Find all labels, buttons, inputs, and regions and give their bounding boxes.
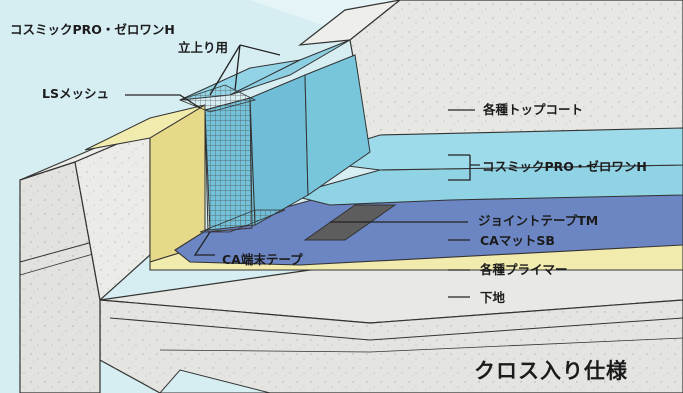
upstand-panel-front-2 — [249, 74, 309, 226]
ls-mesh-bottom — [199, 209, 286, 233]
leader-lines — [125, 44, 480, 298]
left-parapet-side-texture — [75, 130, 150, 300]
leader-cosmic-main — [448, 154, 480, 181]
label-joint-tape: ジョイントテープTM — [478, 213, 599, 228]
label-ca-end-tape: CA端末テープ — [222, 252, 303, 267]
ls-mesh-vertical — [204, 97, 253, 233]
parapet-groove-2 — [19, 251, 101, 276]
leader-cosmic-upstand — [209, 44, 281, 96]
parapet-groove — [19, 239, 101, 263]
leader-ca-end-tape — [193, 231, 215, 256]
rear-wall-top — [297, 0, 401, 46]
rear-wall-face-texture — [350, 0, 683, 152]
label-cosmic-upstand-line1: コスミックPRO・ゼロワンH — [10, 22, 175, 37]
label-substrate: 下地 — [480, 290, 506, 305]
label-cosmic-upstand-line2: 立上り用 — [178, 40, 229, 55]
left-parapet-front-texture — [20, 162, 100, 393]
upstand-membrane-2 — [229, 39, 351, 96]
leader-ls-mesh — [125, 94, 201, 109]
label-ls-mesh: LSメッシュ — [42, 86, 109, 101]
label-topcoat: 各種トップコート — [483, 102, 584, 117]
substrate-slab-front-texture — [100, 300, 683, 393]
specification-title: クロス入り仕様 — [474, 359, 628, 383]
slab-groove-line-2 — [159, 337, 683, 353]
label-primer: 各種プライマー — [480, 262, 568, 277]
slab-underside — [159, 369, 271, 393]
upstand-panel-front-3 — [304, 54, 371, 196]
label-ca-mat: CAマットSB — [480, 233, 555, 248]
slab-groove-line — [109, 317, 683, 341]
label-cosmic-main: コスミックPRO・ゼロワンH — [482, 159, 647, 174]
